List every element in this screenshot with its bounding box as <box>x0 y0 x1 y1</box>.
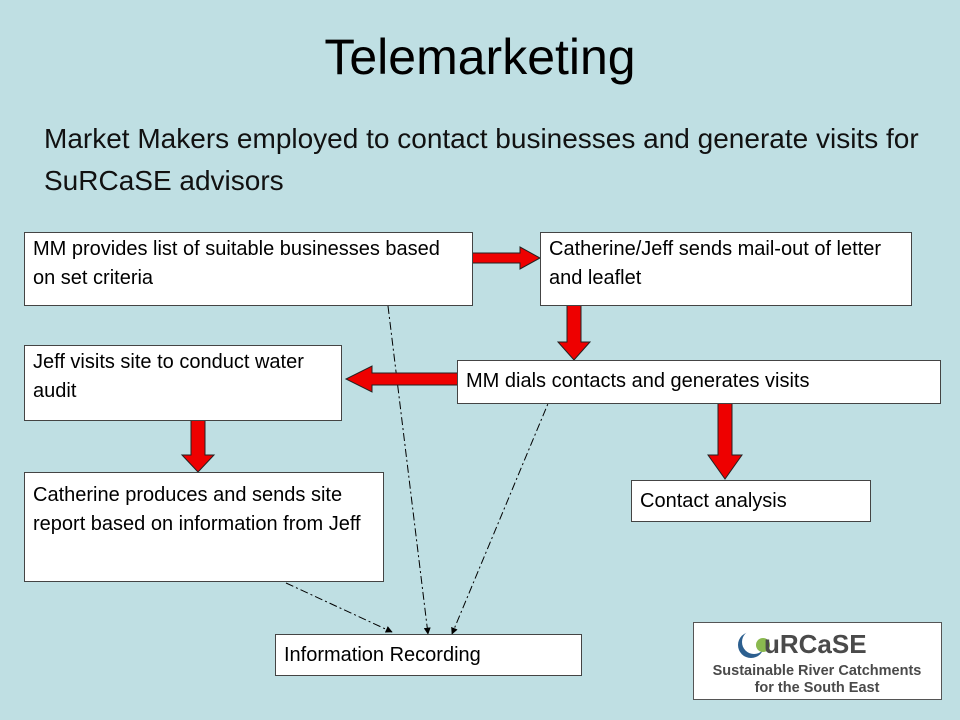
node-jeff-visits: Jeff visits site to conduct water audit <box>24 345 342 421</box>
red-arrow-down-to-report <box>180 419 216 473</box>
node-mm-dials: MM dials contacts and generates visits <box>457 360 941 404</box>
red-arrow-down-to-dials <box>556 304 592 361</box>
red-arrow-left <box>344 365 459 393</box>
logo-mark: uRCaSE <box>764 629 867 659</box>
logo-line1: Sustainable River Catchments <box>713 663 922 679</box>
slide-title: Telemarketing <box>324 29 636 85</box>
dashed-connector-report-to-recording <box>285 582 393 633</box>
node-mm-list: MM provides list of suitable businesses … <box>24 232 473 306</box>
surcase-logo: uRCaSE Sustainable River Catchments for … <box>693 622 942 700</box>
node-contact-analysis: Contact analysis <box>631 480 871 522</box>
node-mailout: Catherine/Jeff sends mail-out of letter … <box>540 232 912 306</box>
node-catherine-report: Catherine produces and sends site report… <box>24 472 384 582</box>
red-arrow-right <box>471 246 542 270</box>
node-info-recording: Information Recording <box>275 634 582 676</box>
surcase-logo-art: uRCaSE Sustainable River Catchments for … <box>713 629 922 696</box>
slide-subtitle: Market Makers employed to contact busine… <box>44 123 919 196</box>
logo-line2: for the South East <box>755 680 880 696</box>
red-arrow-down-to-analysis <box>707 402 743 480</box>
dashed-connector-dials-to-recording <box>451 393 553 635</box>
dashed-connector-list-to-recording <box>387 305 431 635</box>
